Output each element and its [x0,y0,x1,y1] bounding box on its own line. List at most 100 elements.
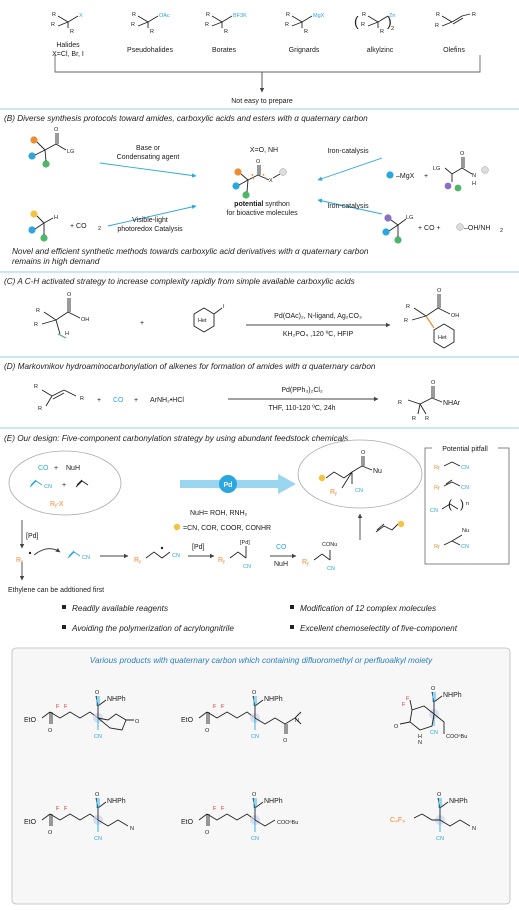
atom-o: O [135,719,140,725]
int2-rf: Rf [218,557,225,566]
atom-o: O [67,292,72,298]
nuh-def: NuH= ROH, RNH₂ [190,510,248,517]
atom-o: O [252,792,257,798]
plus-2: + [62,482,66,489]
sub-r1: R [52,12,56,18]
sub-r1: R [436,12,440,18]
plus-co2: + CO [70,223,87,230]
e-int-3: Rf CONu CN [302,542,337,572]
sub-r1: R [406,304,410,310]
atom-n: N [472,173,476,179]
sub-r2: R [404,318,408,324]
feature-4: Excellent chemoselectity of five-compone… [300,624,458,633]
group-mgx: MgX [313,13,325,19]
svg-text:): ) [387,13,392,29]
label-halides: Halides [56,42,80,49]
e-int-1: Rf CN [134,546,180,566]
sub-r1: R [412,416,416,422]
oh-nh2: –OH/NH [464,225,490,232]
feature-2: Modification of 12 complex molecules [300,604,436,613]
ethoxy-label: EtO [181,819,194,826]
atom-n: N [295,718,299,724]
cn-label: CN [243,564,251,570]
dot-legend [173,523,181,531]
cond-vis-1: Visible-light [132,217,168,224]
cn-label: CN [327,566,335,572]
reagent-alkylzinc: ( ) 2 R R R Zn [354,12,395,35]
cn-label: CN [94,836,102,842]
atom-o: O [283,738,288,744]
atom-n: N [418,740,422,746]
atom-n: N [130,826,134,832]
svg-text:(: ( [354,13,359,29]
sub-r2: R [51,22,55,28]
bioactive-label: for bioactive molecules [226,210,298,217]
sub-r3: R [150,29,154,35]
c4f9-label: C₄F₉ [390,817,405,824]
atom-o: O [460,151,465,157]
reagent-borates: R R R BF3K [205,12,247,35]
co-label: CO [38,465,49,472]
pd-circle [219,475,237,493]
atom-f: F [221,704,225,710]
sub-r2: R [38,406,42,412]
plus: + [424,173,428,180]
cn-label: CN [94,734,102,740]
e-int-2: Rf [Pd] CN [218,540,251,570]
atom-o: O [54,127,59,133]
pf1-cn: CN [461,465,469,471]
svg-text:(: ( [448,497,452,511]
cond-base-2: Condensating agent [117,154,180,161]
atom-f: F [213,806,217,812]
pd-lbl-3: [Pd] [240,540,250,546]
atom-het: Het [198,318,207,324]
atom-o: O [394,724,399,730]
pf2-rf: Rf [434,485,440,492]
pd-lbl-1: [Pd] [26,533,39,540]
atom-o: O [205,830,210,836]
group-oac: OAc [159,13,170,19]
int1-rf: Rf [134,557,141,566]
cn-label: CN [172,553,180,559]
pf4-cn: CN [461,544,469,550]
top-reagent-row: R R R X R R R OAc R R R BF3K R R R Mg [0,12,519,110]
atom-h: H [65,331,69,337]
atom-o: O [48,728,53,734]
cond-base-1: Base or [136,145,161,152]
co-plus: + CO + [418,225,441,232]
sub-r2: R [435,23,439,29]
atom-n: N [472,826,476,832]
c-product: R R Het O OH [404,288,459,349]
group-x: X [79,13,83,19]
cn-label: CN [82,555,90,561]
c-het-iodide: Het I [193,304,225,333]
feature-3: Avoiding the polymerization of acrylongn… [71,624,234,633]
section-e-title: (E) Our design: Five-component carbonyla… [4,434,348,443]
co-lbl: CO [276,544,287,551]
int3-rf: Rf [302,559,309,568]
nhph-label: NHPh [443,692,462,699]
atom-o: O [252,690,257,696]
nhph-label: NHPh [264,696,283,703]
rfx-label: Rf-X [50,501,64,510]
rf-label: Rf [330,489,337,498]
d-cond-1: Pd(PPh₃)₂Cl₂ [281,387,323,394]
feature-1: Readily available reagents [72,604,168,613]
sub-r1: R [286,12,290,18]
xo-nh-label: X=O, NH [250,147,278,154]
cn-label: CN [44,484,52,490]
cn-label: CN [251,836,259,842]
atom-het: Het [438,335,447,341]
label-halides-note: X=Cl, Br, I [52,51,84,58]
novel-line-2: remains in high demand [12,257,100,266]
d-product: R R R O NHAr [398,380,461,422]
d-cond-2: THF, 110-120 ºC, 24h [268,405,335,412]
cn-label: CN [436,836,444,842]
sub-r2: R [425,416,429,422]
label-alkylzinc: alkylzinc [367,47,394,54]
cond-iron-2: Iron-catalysis [327,203,369,210]
atom-f: F [64,806,68,812]
atom-h: H [54,215,58,221]
